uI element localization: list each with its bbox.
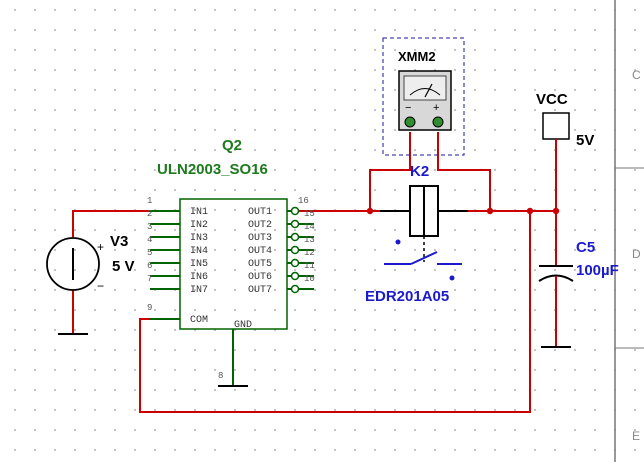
- pin-number: 4: [147, 235, 152, 245]
- relay-contact-terminal: [449, 275, 455, 281]
- v3-minus-sign: −: [97, 279, 104, 293]
- ic-pin-label: IN5: [190, 259, 208, 270]
- v3-plus-sign: +: [97, 240, 104, 254]
- ic-part-name: ULN2003_SO16: [157, 161, 268, 178]
- pin-number: 8: [218, 371, 223, 381]
- border-letter-e: E: [632, 429, 640, 443]
- border-letter-c: C: [632, 68, 641, 82]
- pin-number: 16: [298, 196, 309, 206]
- vcc-symbol: [542, 112, 570, 140]
- ic-left-pins: 1 2 3 4 5 6 7 9: [147, 196, 180, 320]
- meter-plus-terminal[interactable]: [432, 116, 444, 128]
- ic-pin-label: IN6: [190, 272, 208, 283]
- ic-com-label: COM: [190, 315, 208, 326]
- meter-dial-arc: [409, 88, 441, 96]
- meter-needle-icon: [424, 83, 433, 98]
- ic-pin-label: IN7: [190, 285, 208, 296]
- ic-input-labels: IN1 IN2 IN3 IN4 IN5 IN6 IN7 COM: [190, 207, 208, 326]
- ic-gnd-label: GND: [234, 320, 252, 331]
- ic-pin-label: OUT3: [248, 233, 272, 244]
- pin-number: 11: [304, 261, 315, 271]
- capacitor-curved-plate: [538, 274, 574, 282]
- v3-value-label: 5 V: [112, 258, 135, 275]
- meter-selection-box: [382, 37, 465, 156]
- ic-right-pins: 16 15 14 13 12 11 10: [287, 196, 315, 294]
- vcc-value-label: 5V: [576, 132, 594, 149]
- junction-dot: [366, 207, 374, 215]
- pin-number: 3: [147, 222, 152, 232]
- relay-k2[interactable]: K2 EDR201A05: [365, 163, 468, 305]
- junction-dot: [486, 207, 494, 215]
- capacitor-c5[interactable]: C5 100µF: [538, 211, 619, 346]
- pin-number: 7: [147, 274, 152, 284]
- ic-q2[interactable]: Q2 ULN2003_SO16 1 2 3 4 5 6 7 9 IN1 IN2 …: [147, 137, 315, 385]
- relay-contact-blade: [410, 251, 438, 265]
- sheet-border: C D E: [614, 0, 644, 462]
- pin-number: 13: [304, 235, 315, 245]
- ic-pin-label: OUT2: [248, 220, 272, 231]
- wire-meter-plus[interactable]: [437, 132, 491, 211]
- ic-pin-label: OUT6: [248, 272, 272, 283]
- ic-pin-label: IN4: [190, 246, 208, 257]
- v3-name-label: V3: [110, 233, 128, 250]
- dc-source-symbol: [46, 237, 100, 291]
- dc-source-v3[interactable]: + − V3 5 V: [46, 233, 135, 293]
- pin-number: 2: [147, 209, 152, 219]
- pin-number: 6: [147, 261, 152, 271]
- pin-number: 12: [304, 248, 315, 258]
- wire-meter-minus[interactable]: [369, 132, 411, 211]
- junctions: [366, 207, 560, 215]
- vcc-name-label: VCC: [536, 91, 568, 108]
- ic-output-labels: OUT1 OUT2 OUT3 OUT4 OUT5 OUT6 OUT7 GND: [234, 207, 272, 331]
- pin-number: 5: [147, 248, 152, 258]
- pin-number: 9: [147, 303, 152, 313]
- ic-refdes: Q2: [222, 137, 242, 154]
- meter-plus-terminal-label: +: [433, 102, 439, 114]
- pin-number: 1: [147, 196, 152, 206]
- ic-pin-label: OUT4: [248, 246, 272, 257]
- relay-part-label: EDR201A05: [365, 288, 449, 305]
- relay-name-label: K2: [410, 163, 429, 180]
- ic-pin-label: IN3: [190, 233, 208, 244]
- ic-pin-label: IN2: [190, 220, 208, 231]
- meter-minus-terminal-label: −: [405, 102, 411, 114]
- pin-number: 14: [304, 222, 315, 232]
- meter-minus-terminal[interactable]: [404, 116, 416, 128]
- ic-pin-label: OUT5: [248, 259, 272, 270]
- ic-pin-label: IN1: [190, 207, 208, 218]
- capacitor-name-label: C5: [576, 239, 595, 256]
- ic-pin-label: OUT1: [248, 207, 272, 218]
- wire-v3-to-in1[interactable]: [72, 210, 150, 237]
- relay-contact-terminal: [395, 239, 401, 245]
- vcc-supply[interactable]: VCC 5V: [536, 91, 594, 211]
- multimeter-xmm2[interactable]: XMM2 − +: [382, 37, 465, 156]
- pin-number: 15: [304, 209, 315, 219]
- border-letter-d: D: [632, 247, 641, 261]
- pin-number: 10: [304, 274, 315, 284]
- capacitor-value-label: 100µF: [576, 262, 619, 279]
- junction-dot: [526, 207, 534, 215]
- ic-pin-label: OUT7: [248, 285, 272, 296]
- meter-name-label: XMM2: [398, 49, 436, 64]
